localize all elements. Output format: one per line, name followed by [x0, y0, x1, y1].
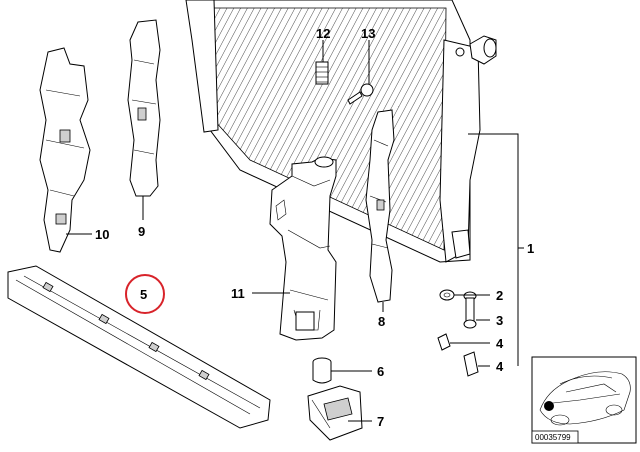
callout-11[interactable]: 11	[231, 286, 245, 301]
air-guide-part-10[interactable]	[39, 47, 91, 253]
radiator[interactable]	[185, 0, 497, 263]
air-guide-part-9[interactable]	[127, 19, 161, 197]
callout-7[interactable]: 7	[377, 414, 384, 429]
catalog-id-box	[531, 430, 579, 444]
callout-9[interactable]: 9	[138, 224, 145, 239]
callout-4a[interactable]: 4	[496, 336, 504, 351]
location-dot	[544, 401, 554, 411]
highlight-ring	[125, 274, 165, 314]
callout-12[interactable]: 12	[316, 26, 330, 41]
callout-13[interactable]: 13	[361, 26, 375, 41]
catalog-id: 00035799	[535, 433, 571, 442]
car-locator-thumbnail	[531, 356, 637, 444]
callout-1[interactable]: 1	[527, 241, 534, 256]
callout-4b[interactable]: 4	[496, 359, 504, 374]
callout-8[interactable]: 8	[378, 314, 385, 329]
lower-guide-part-5[interactable]	[7, 265, 271, 429]
leader-lines	[66, 40, 524, 422]
washer-part-2[interactable]	[439, 289, 455, 301]
screw-part-3[interactable]	[463, 291, 477, 329]
callout-10[interactable]: 10	[95, 227, 109, 242]
air-guide-part-8[interactable]	[365, 109, 395, 303]
callout-2[interactable]: 2	[496, 288, 503, 303]
rubber-mount-part-6[interactable]	[312, 357, 332, 384]
clip-part-4a[interactable]	[437, 333, 451, 351]
clip-part-4b[interactable]	[463, 351, 479, 377]
expansion-tank-part-11[interactable]	[269, 156, 337, 341]
callout-5[interactable]: 5	[140, 287, 147, 302]
callout-6[interactable]: 6	[377, 364, 384, 379]
bracket-part-7[interactable]	[307, 385, 363, 441]
bolt-part-13[interactable]	[347, 83, 374, 105]
callout-3[interactable]: 3	[496, 313, 503, 328]
grommet-part-12[interactable]	[315, 61, 329, 85]
